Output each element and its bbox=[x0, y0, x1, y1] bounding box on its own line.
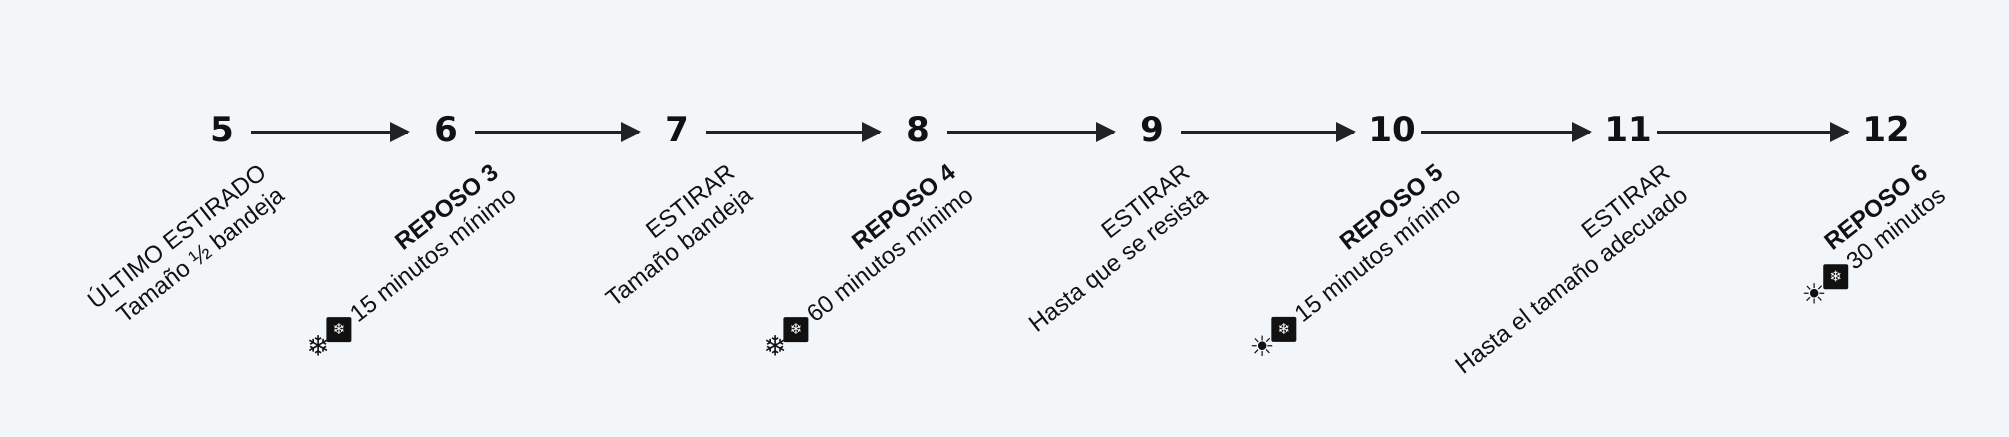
rest-title: REPOSO 3 bbox=[390, 158, 504, 256]
arrow-8-to-9 bbox=[947, 122, 1116, 142]
rest-title: REPOSO 4 bbox=[847, 158, 961, 256]
step-detail: ❄❄60 minutos mínimo bbox=[756, 181, 979, 365]
step-number-12: 12 bbox=[1862, 110, 1910, 150]
step-action: ESTIRAR bbox=[1576, 158, 1676, 245]
step-number-6: 6 bbox=[434, 110, 458, 150]
step-detail: Hasta el tamaño adecuado bbox=[1450, 181, 1694, 380]
fridge-icon: ❄ bbox=[326, 316, 352, 342]
step-label-8: REPOSO 4❄❄60 minutos mínimo bbox=[738, 158, 979, 364]
step-detail-text: Hasta el tamaño adecuado bbox=[1450, 181, 1693, 380]
arrow-7-to-8 bbox=[706, 122, 882, 142]
step-detail: ❄❄15 minutos mínimo bbox=[299, 181, 522, 365]
step-number-9: 9 bbox=[1140, 110, 1164, 150]
step-label-6: REPOSO 3❄❄15 minutos mínimo bbox=[281, 158, 522, 364]
arrow-6-to-7 bbox=[475, 122, 641, 142]
step-number-5: 5 bbox=[210, 110, 234, 150]
step-number-8: 8 bbox=[906, 110, 930, 150]
fridge-icon: ❄ bbox=[1271, 316, 1297, 342]
step-number-7: 7 bbox=[665, 110, 689, 150]
fridge-icon: ❄ bbox=[1823, 264, 1849, 290]
rest-title: REPOSO 5 bbox=[1334, 158, 1449, 256]
step-number-10: 10 bbox=[1368, 110, 1416, 150]
arrow-9-to-10 bbox=[1181, 122, 1356, 142]
step-number-11: 11 bbox=[1604, 110, 1652, 150]
fridge-icon: ❄ bbox=[783, 316, 809, 342]
arrow-5-to-6 bbox=[251, 122, 410, 142]
arrow-10-to-11 bbox=[1421, 122, 1592, 142]
arrow-11-to-12 bbox=[1657, 122, 1850, 142]
step-label-12: REPOSO 6☀❄30 minutos bbox=[1776, 158, 1951, 313]
